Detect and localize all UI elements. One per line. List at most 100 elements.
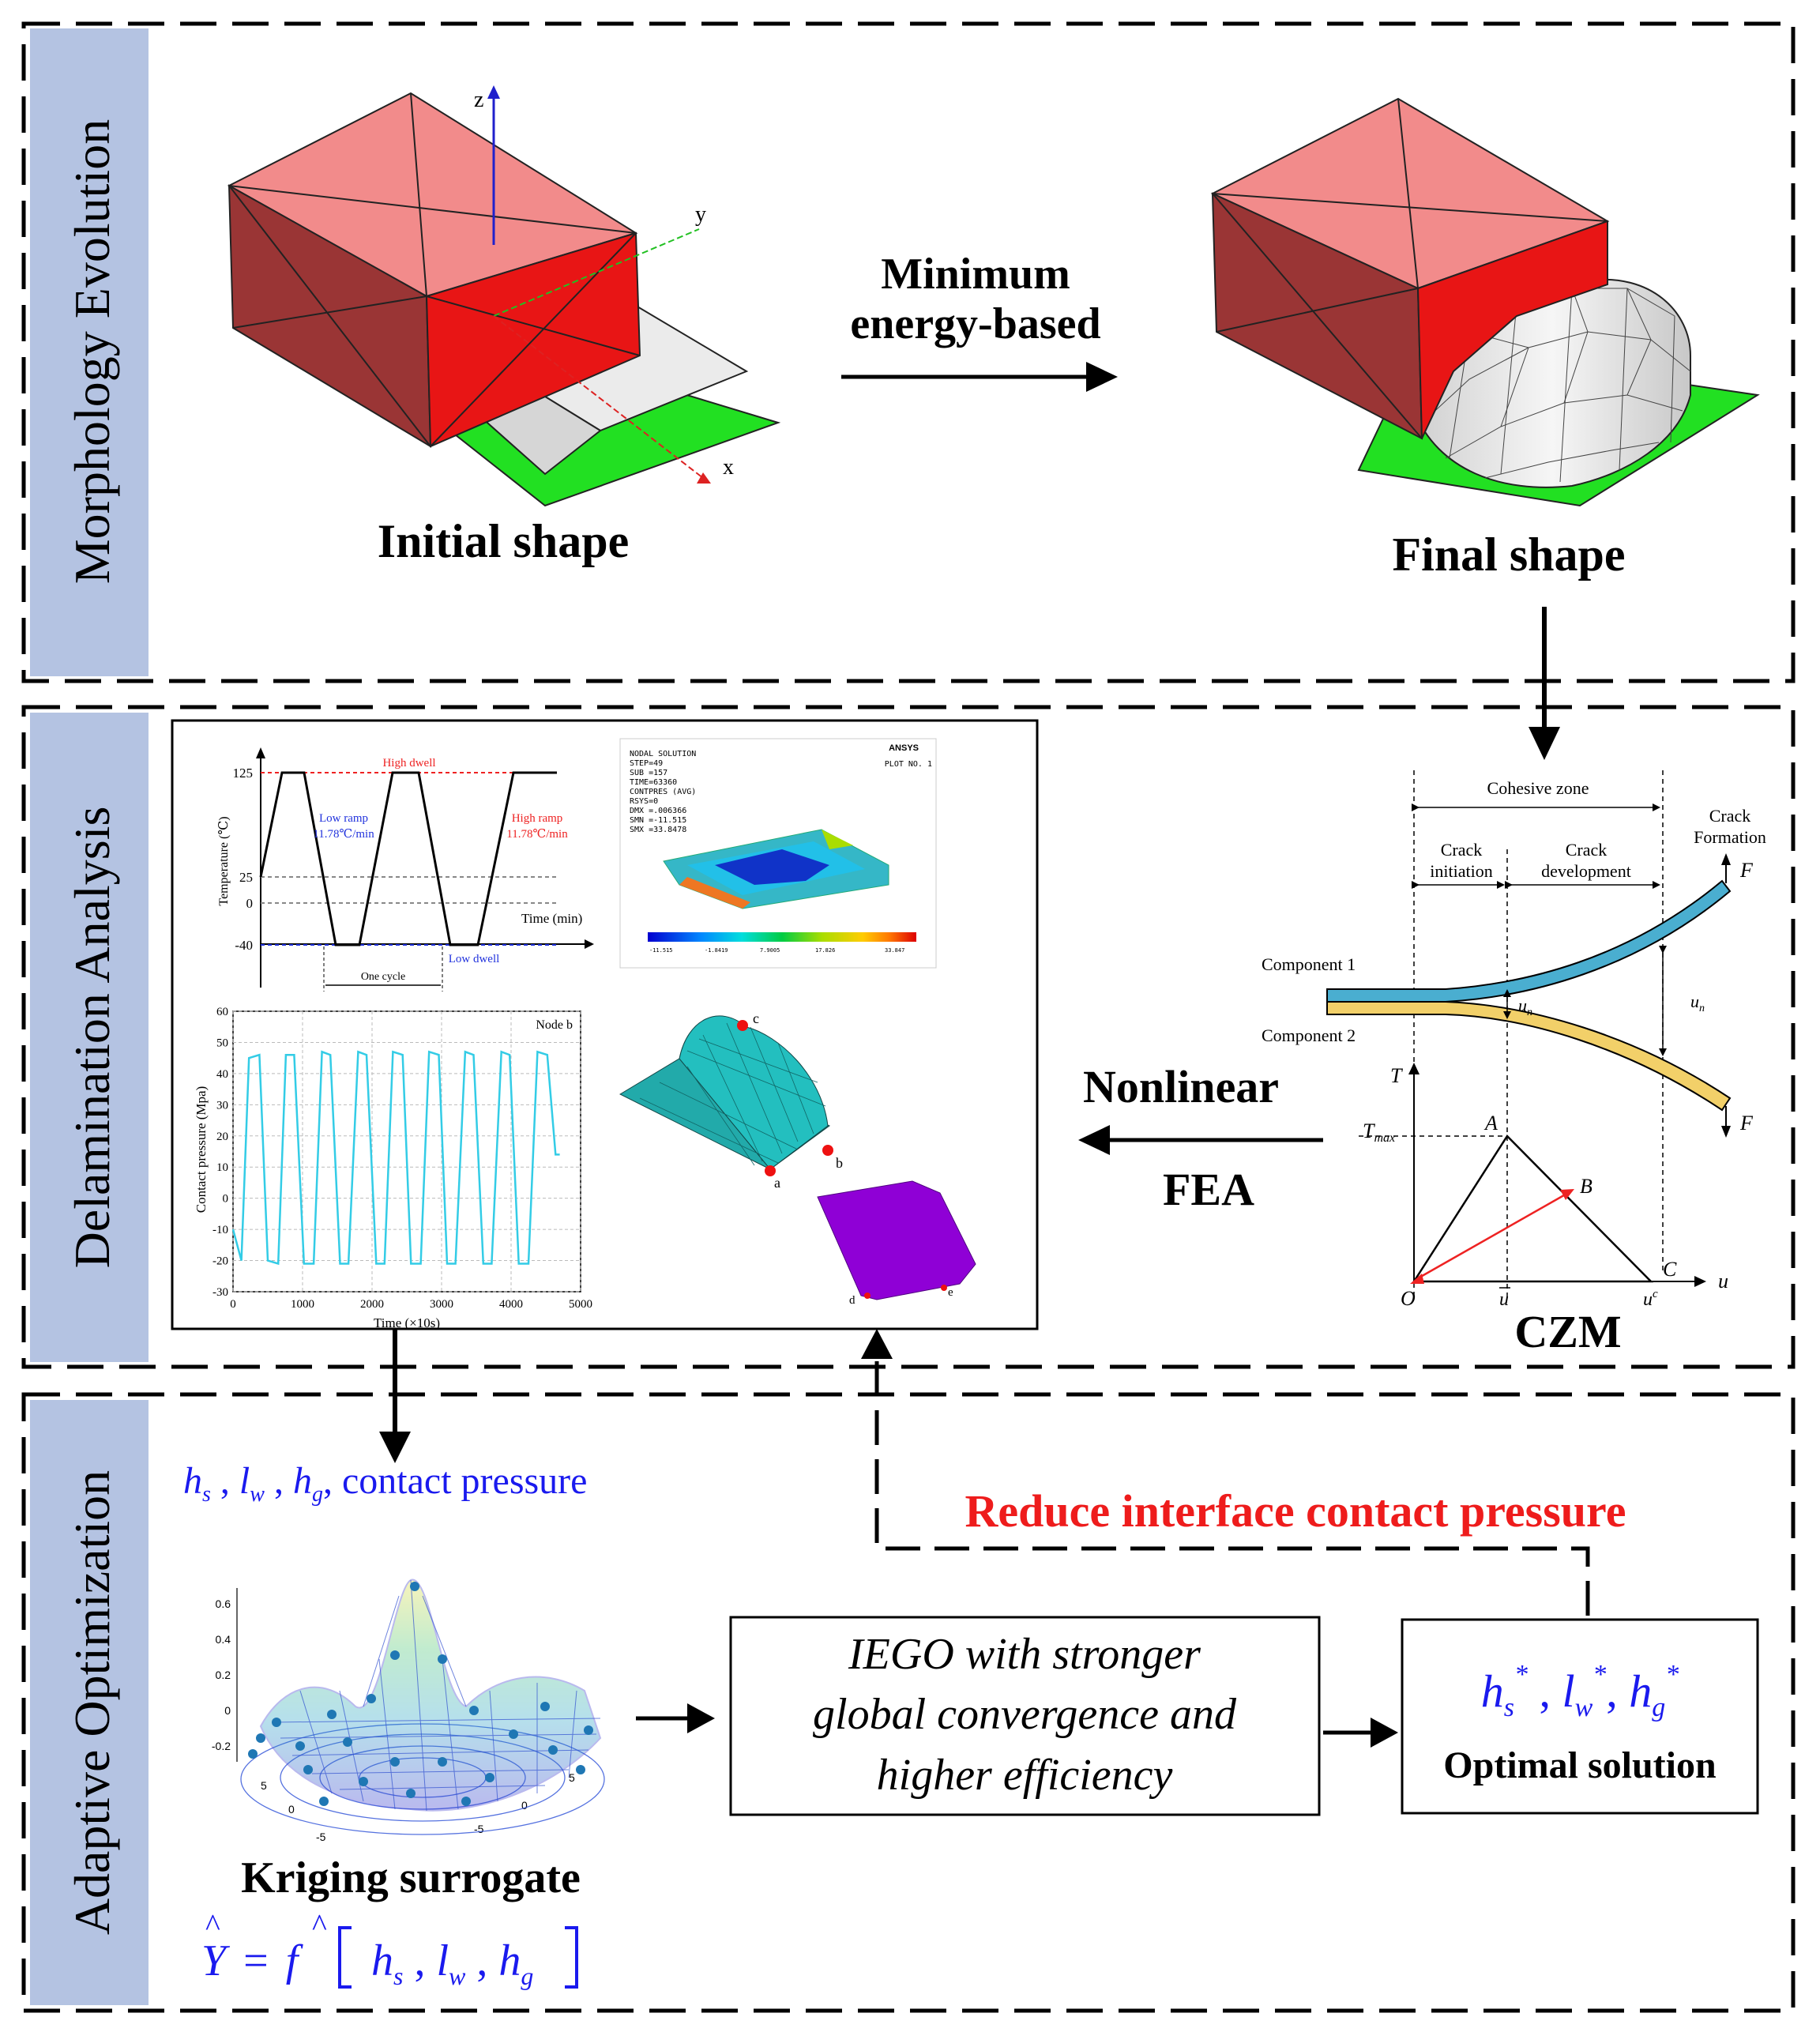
sample-point xyxy=(303,1765,313,1774)
optimal-label: Optimal solution xyxy=(1443,1744,1716,1786)
section-title-delamination: Delamination Analysis xyxy=(64,807,120,1269)
pressure-ytick: -20 xyxy=(212,1255,228,1268)
ansys-brand: ANSYS xyxy=(889,743,919,753)
pressure-ytick: 10 xyxy=(216,1161,228,1174)
svg-text:SMN =-11.515: SMN =-11.515 xyxy=(630,816,686,825)
axes-triad: z y x xyxy=(474,85,734,484)
sample-point xyxy=(256,1733,265,1743)
svg-text:-5: -5 xyxy=(316,1831,326,1843)
ansys-colorbar xyxy=(648,932,916,942)
czm-cohesive-zone: Cohesive zone xyxy=(1487,778,1589,798)
svg-text:-11.515: -11.515 xyxy=(649,947,673,954)
temperature-profile-chart: 125 25 0 -40 Temperature (℃) Time (min) … xyxy=(217,747,594,992)
temp-tick-m40: -40 xyxy=(235,938,253,953)
section-bands: Morphology Evolution Delamination Analys… xyxy=(30,28,149,2005)
component2-beam xyxy=(1326,1001,1732,1112)
svg-text:0: 0 xyxy=(288,1803,295,1816)
sample-points xyxy=(248,1582,593,1806)
svg-text:5: 5 xyxy=(569,1771,575,1784)
czm-component1: Component 1 xyxy=(1262,954,1356,974)
optimal-box xyxy=(1401,1618,1759,1815)
sample-point xyxy=(548,1745,558,1755)
czm-O: O xyxy=(1401,1287,1416,1310)
czm-T: T xyxy=(1390,1064,1403,1087)
svg-text:0.6: 0.6 xyxy=(216,1597,231,1610)
czm-initiation-1: Crack xyxy=(1441,840,1483,860)
pressure-ytick: 50 xyxy=(216,1037,228,1049)
temp-ylabel: Temperature (℃) xyxy=(217,816,231,905)
svg-text:TIME=63360: TIME=63360 xyxy=(630,778,677,787)
temperature-profile-line xyxy=(259,771,557,946)
svg-text:^: ^ xyxy=(312,1907,327,1943)
pressure-ytick: 30 xyxy=(216,1099,228,1112)
iego-line3: higher efficiency xyxy=(877,1751,1173,1800)
pressure-ylabel: Contact pressure (Mpa) xyxy=(194,1086,209,1214)
svg-text:STEP=49: STEP=49 xyxy=(630,759,663,768)
section-title-morphology: Morphology Evolution xyxy=(64,119,120,584)
sample-point xyxy=(295,1741,305,1751)
czm-triangle xyxy=(1412,1135,1653,1283)
czm-Tmax: Tmax xyxy=(1363,1119,1395,1145)
svg-text:CONTPRES (AVG): CONTPRES (AVG) xyxy=(630,788,696,796)
svg-text:NODAL SOLUTION: NODAL SOLUTION xyxy=(630,750,696,758)
temp-tick-25: 25 xyxy=(239,870,253,885)
fea-label-line1: Nonlinear xyxy=(1083,1061,1279,1112)
czm-unc: un xyxy=(1690,992,1705,1014)
optimal-variables: hs* , lw*, hg* xyxy=(1481,1660,1679,1722)
fea-label-line2: FEA xyxy=(1163,1164,1254,1215)
iego-line1: IEGO with stronger xyxy=(848,1630,1201,1679)
sample-point xyxy=(343,1737,352,1747)
node-c-label: c xyxy=(753,1010,759,1026)
pressure-ytick: 0 xyxy=(223,1193,229,1206)
section-frames xyxy=(21,21,1796,2013)
component1-beam xyxy=(1326,879,1732,1003)
node-a-label: a xyxy=(774,1175,780,1191)
svg-text:-1.8419: -1.8419 xyxy=(705,947,728,954)
svg-text:hs , lw , hg: hs , lw , hg xyxy=(371,1936,533,1990)
temp-low-ramp-2: 11.78℃/min xyxy=(313,828,374,841)
pressure-legend: Node b xyxy=(536,1018,573,1032)
pressure-xtick: 1000 xyxy=(291,1298,314,1311)
band-optimization xyxy=(30,1400,149,2005)
sample-point xyxy=(438,1757,447,1767)
final-shape-label: Final shape xyxy=(1392,529,1625,581)
node-a xyxy=(765,1165,776,1176)
pressure-xtick: 3000 xyxy=(430,1298,453,1311)
sample-point xyxy=(540,1702,550,1711)
node-b-label: b xyxy=(836,1155,843,1171)
band-delamination xyxy=(30,713,149,1362)
czm-diagram: Cohesive zone Crack initiation Crack dev… xyxy=(1262,770,1766,1310)
solder-joint-model: c b a d e xyxy=(619,1010,976,1307)
surface-mesh xyxy=(259,1579,602,1812)
czm-u-axis: u xyxy=(1718,1270,1728,1293)
sample-point xyxy=(319,1797,329,1806)
kriging-formula: Y=f xyxy=(201,1936,304,1985)
svg-text:0: 0 xyxy=(521,1799,528,1812)
sample-point xyxy=(410,1582,419,1591)
temp-one-cycle: One cycle xyxy=(361,971,405,983)
svg-text:5: 5 xyxy=(261,1779,267,1792)
svg-text:33.847: 33.847 xyxy=(885,947,904,954)
section-title-optimization: Adaptive Optimization xyxy=(64,1470,120,1935)
axis-x-label: x xyxy=(723,455,734,480)
ansys-plot-no: PLOT NO. 1 xyxy=(885,760,932,769)
czm-development-1: Crack xyxy=(1566,840,1608,860)
node-b xyxy=(822,1145,833,1156)
temp-high-ramp-2: 11.78℃/min xyxy=(506,828,568,841)
svg-text:-5: -5 xyxy=(474,1823,484,1835)
svg-text:0: 0 xyxy=(224,1704,231,1717)
czm-component2: Component 2 xyxy=(1262,1025,1356,1045)
czm-B: B xyxy=(1580,1175,1592,1198)
temp-xlabel: Time (min) xyxy=(521,911,582,926)
sample-point xyxy=(327,1710,337,1719)
frame-delamination xyxy=(21,705,1796,1369)
kriging-surface-plot: 0.6 0.4 0.2 0 -0.2 5 0 -5 -5 0 5 xyxy=(212,1579,605,1843)
svg-text:17.826: 17.826 xyxy=(815,947,835,954)
svg-text:SMX =33.8478: SMX =33.8478 xyxy=(630,826,686,834)
sample-point xyxy=(461,1797,471,1806)
sample-point xyxy=(367,1694,376,1703)
temp-tick-0: 0 xyxy=(246,896,254,911)
sample-point xyxy=(576,1765,585,1774)
node-c xyxy=(737,1020,748,1031)
svg-text:SUB =157: SUB =157 xyxy=(630,769,667,777)
